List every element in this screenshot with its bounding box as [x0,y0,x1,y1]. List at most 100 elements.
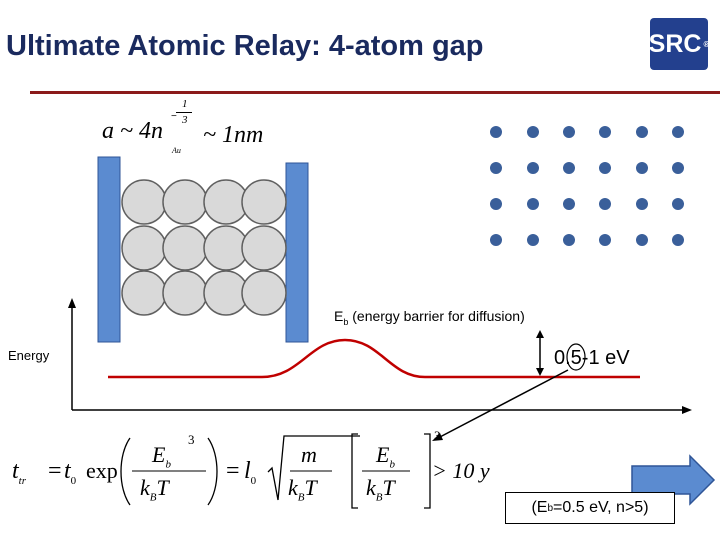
barrier-label-rest: (energy barrier for diffusion) [348,308,525,324]
barrier-value: 0.5-1 eV [554,347,630,369]
lattice-dot [527,162,539,174]
frac1-num: Eb [152,442,171,470]
lattice-dot [636,126,648,138]
formula-l: l [244,458,251,484]
atom [241,270,287,316]
frac1-k: k [140,475,150,500]
title-rule [30,91,720,94]
lattice-dot [599,162,611,174]
gap-exponent-numerator: 1 [182,98,188,110]
formula-l-sub: 0 [250,474,257,487]
formula-exp-1: exp [86,458,118,483]
barrier-label-sub: b [343,316,349,327]
energy-barrier-curve [108,338,640,379]
formula-equals-2: = [226,458,240,484]
lattice-dot [672,162,684,174]
frac2-num: Eb [376,442,395,470]
src-logo: SRC® [648,18,709,70]
frac2-t: T [382,475,395,500]
lattice-dot [563,162,575,174]
lattice-dot [490,234,502,246]
barrier-label: Eb (energy barrier for diffusion) [334,308,525,327]
atom-grid [121,179,287,316]
left-electrode [97,156,121,343]
pointer-arrow [432,369,569,441]
formula-power-2: 3 [434,428,441,443]
atom [162,270,208,316]
frac2-den: kBT [366,475,395,503]
atom [241,179,287,225]
dot-lattice [490,126,684,246]
atom [121,270,167,316]
atom [162,225,208,271]
atom [121,179,167,225]
lattice-dot [490,162,502,174]
gap-exponent-minus: − [171,111,177,122]
formula-t0: t0 [64,458,76,487]
gap-formula-lhs: a ~ 4n [102,118,163,144]
lattice-dot [672,126,684,138]
sqrt-k: k [288,475,298,500]
frac1-den: kBT [140,475,169,503]
formula-equals-1: = [48,458,62,484]
frac2-k-sub: B [375,491,383,504]
frac2-e: E [376,442,390,467]
lattice-dot [527,126,539,138]
callout-rest: =0.5 eV, n>5) [553,499,649,516]
formula-result: > 10 y [432,458,490,483]
lattice-dot [490,126,502,138]
formula-t0-t: t [64,458,71,484]
lattice-dot [490,198,502,210]
gap-exponent-denominator: 3 [182,114,188,126]
logo-text: SRC [648,29,702,58]
atom [241,225,287,271]
sqrt-den: kBT [288,475,317,503]
frac2-e-sub: b [389,458,395,471]
lattice-dot [599,234,611,246]
frac1-k-sub: B [149,491,157,504]
atom [162,179,208,225]
frac2-k: k [366,475,376,500]
highlight-circle [566,343,586,371]
frac1-e: E [152,442,166,467]
lattice-dot [672,234,684,246]
lattice-dot [599,126,611,138]
callout-prefix: (E [531,499,548,516]
formula-t0-sub: 0 [70,474,77,487]
barrier-label-e: E [334,308,344,324]
right-electrode [285,162,309,343]
energy-axis-label: Energy [8,348,50,363]
frac1-e-sub: b [165,458,171,471]
lattice-dot [527,234,539,246]
lattice-dot [599,198,611,210]
lattice-dot [636,162,648,174]
sqrt-t: T [304,475,317,500]
callout-sub: b [547,502,554,514]
barrier-height-arrow [536,330,544,376]
formula-power-1: 3 [188,432,195,447]
lattice-dot [563,198,575,210]
formula-ttr: ttr [12,458,26,487]
lattice-dot [527,198,539,210]
lattice-dot [563,234,575,246]
formula-brackets [120,433,431,509]
atom [121,225,167,271]
formula-t: t [12,458,19,484]
gap-exponent-fraction-bar [176,112,192,113]
frac1-t: T [156,475,169,500]
lattice-dot [563,126,575,138]
gap-subscript-au: Au [172,146,181,155]
gap-formula: a ~ 4n [102,118,163,145]
lattice-dot [636,234,648,246]
gap-formula-rhs: ~ 1nm [203,122,264,148]
sqrt-num: m [301,442,317,467]
energy-axes [68,298,692,414]
lattice-dot [636,198,648,210]
formula-l0: l0 [244,458,256,487]
lattice-dot [672,198,684,210]
formula-t-sub: tr [18,474,27,487]
slide-title: Ultimate Atomic Relay: 4-atom gap [6,30,484,62]
sqrt-k-sub: B [297,491,305,504]
